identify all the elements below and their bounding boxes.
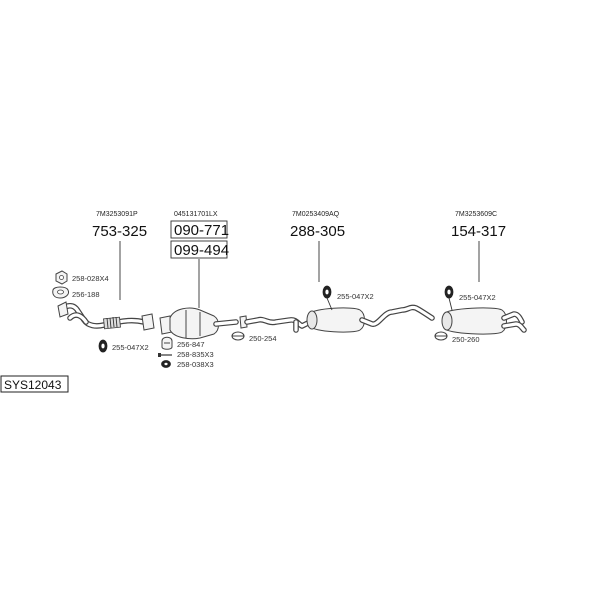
- fitting-label-f9[interactable]: 255-047X2: [459, 293, 496, 302]
- rubber-mount-icon: [444, 285, 454, 311]
- flex-joint: [103, 316, 121, 330]
- fitting-label-f2[interactable]: 256-188: [72, 290, 100, 299]
- oem-front-pipe: 7M3253091P: [96, 211, 138, 218]
- nut-icon: [55, 270, 68, 285]
- fitting-label-f10[interactable]: 250-260: [452, 335, 480, 344]
- rubber-mount-icon: [98, 339, 108, 353]
- oem-rear-silencer: 7M3253609C: [455, 211, 497, 218]
- system-code: SYS12043: [4, 378, 62, 392]
- part-number-rear-silencer[interactable]: 154-317: [451, 223, 506, 240]
- part-number-box-catalyst: [170, 220, 228, 239]
- oem-middle-silencer: 7M0253409AQ: [292, 211, 340, 218]
- rear-silencer-body: [443, 307, 507, 335]
- part-number-box-catalyst-alt: [170, 240, 228, 259]
- fitting-label-f1[interactable]: 258-028X4: [72, 274, 109, 283]
- catalyst-body: [169, 307, 219, 340]
- part-number-middle-silencer[interactable]: 288-305: [290, 223, 345, 240]
- fitting-label-f4[interactable]: 256-847: [177, 340, 205, 349]
- part-number-catalytic-converter[interactable]: 090-771: [174, 222, 229, 239]
- part-number-front-pipe[interactable]: 753-325: [92, 223, 147, 240]
- clamp-ring-icon: [231, 331, 245, 341]
- fitting-label-f3[interactable]: 255-047X2: [112, 343, 149, 352]
- fitting-label-f5[interactable]: 258-835X3: [177, 350, 214, 359]
- catalytic-converter[interactable]: [159, 307, 239, 340]
- rear-silencer-end: [441, 311, 453, 331]
- clamp-ring-icon: [434, 331, 448, 341]
- oem-catalytic-converter: 045131701LX: [174, 211, 218, 218]
- clamp-icon: [161, 336, 173, 350]
- fitting-label-f7[interactable]: 250-254: [249, 334, 277, 343]
- bolt-icon: [158, 353, 172, 357]
- part-number-catalytic-converter-alt[interactable]: 099-494: [174, 242, 229, 259]
- washer-icon: [161, 360, 171, 368]
- fitting-label-f6[interactable]: 258-038X3: [177, 360, 214, 369]
- middle-silencer-body: [309, 307, 365, 333]
- gasket-icon: [52, 286, 69, 299]
- rubber-mount-icon: [322, 285, 333, 311]
- front-pipe-flange: [141, 313, 155, 331]
- middle-silencer-section[interactable]: [239, 304, 435, 333]
- fitting-label-f8[interactable]: 255-047X2: [337, 292, 374, 301]
- front-pipe[interactable]: [57, 301, 155, 331]
- middle-silencer-end: [306, 310, 318, 330]
- system-code-box: [0, 375, 69, 393]
- rear-silencer-section[interactable]: [441, 307, 527, 335]
